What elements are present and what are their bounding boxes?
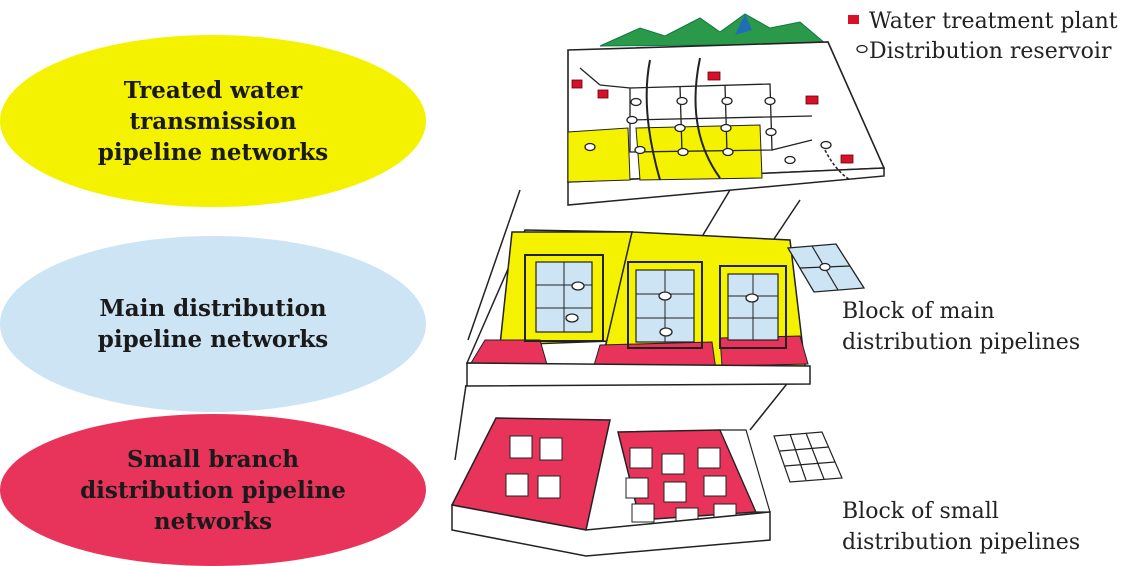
main-distribution-block-icon xyxy=(786,243,866,293)
distribution-reservoir-icon xyxy=(856,44,868,54)
main-distribution-layer-ellipse: Main distribution pipeline networks xyxy=(0,236,426,412)
small-branch-layer-label: Small branch distribution pipeline netwo… xyxy=(80,445,346,535)
main-distribution-layer-plate xyxy=(465,229,811,387)
legend-distribution-reservoir: Distribution reservoir xyxy=(869,39,1112,64)
small-distribution-block-icon xyxy=(773,431,843,483)
transmission-layer-plate xyxy=(567,13,886,206)
main-distribution-layer-label: Main distribution pipeline networks xyxy=(97,295,329,353)
small-distribution-block-label: Block of small distribution pipelines xyxy=(842,499,1081,555)
water-treatment-plant-icon xyxy=(848,15,859,24)
transmission-layer-label: Treated water transmission pipeline netw… xyxy=(97,76,329,166)
layer-connector-lines xyxy=(454,189,801,461)
small-branch-layer-ellipse: Small branch distribution pipeline netwo… xyxy=(0,414,426,566)
main-distribution-block-label: Block of main distribution pipelines xyxy=(842,299,1081,355)
small-branch-layer-plate xyxy=(450,417,771,557)
transmission-layer-ellipse: Treated water transmission pipeline netw… xyxy=(0,35,426,207)
legend-water-treatment-plant: Water treatment plant xyxy=(869,9,1118,34)
